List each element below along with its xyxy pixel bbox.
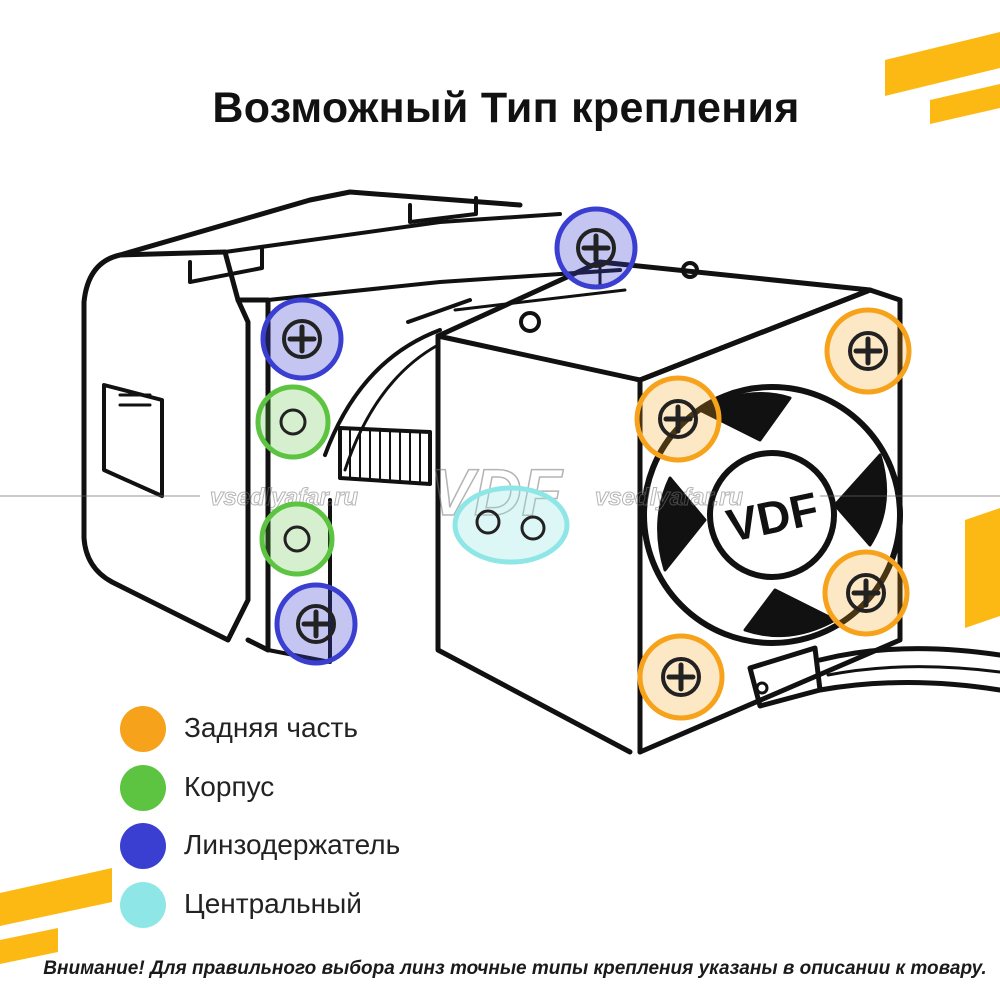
legend-swatch-lens-holder <box>120 823 166 869</box>
legend-label-central: Центральный <box>184 887 362 919</box>
back-screw-marker-1 <box>824 307 912 395</box>
lens-holder-screw-marker-3 <box>274 582 358 666</box>
disclaimer-note: Внимание! Для правильного выбора линз то… <box>43 958 987 979</box>
legend-label-lens-holder: Линзодержатель <box>184 829 401 860</box>
decor-stripes-bottom-left <box>0 868 112 964</box>
back-screw-marker-4 <box>637 633 725 721</box>
back-screw-marker-2 <box>634 375 722 463</box>
body-mount-marker-2 <box>259 501 335 577</box>
legend-swatch-body <box>120 764 166 811</box>
fan-ring <box>641 384 903 646</box>
watermark-site-right: vsedlyafar.ru <box>595 484 743 511</box>
rear-housing-outline <box>81 249 251 643</box>
back-screw-marker-3 <box>822 549 910 637</box>
front-box-outline <box>435 333 633 755</box>
page-title: Возможный Тип крепления <box>212 84 800 132</box>
legend-label-body: Корпус <box>184 770 275 802</box>
body-mount-marker-1 <box>255 384 331 460</box>
lens-holder-screw-marker-1 <box>554 206 638 290</box>
decor-stripes-right <box>965 508 1000 628</box>
legend-swatch-back <box>120 706 166 752</box>
legend-swatch-central <box>120 881 166 928</box>
body-section-outline <box>235 297 271 653</box>
lens-holder-screw-marker-2 <box>260 297 344 381</box>
decor-stripes-top-right <box>885 32 1000 124</box>
central-mount-marker <box>452 485 570 565</box>
legend-label-back: Задняя часть <box>184 712 358 743</box>
